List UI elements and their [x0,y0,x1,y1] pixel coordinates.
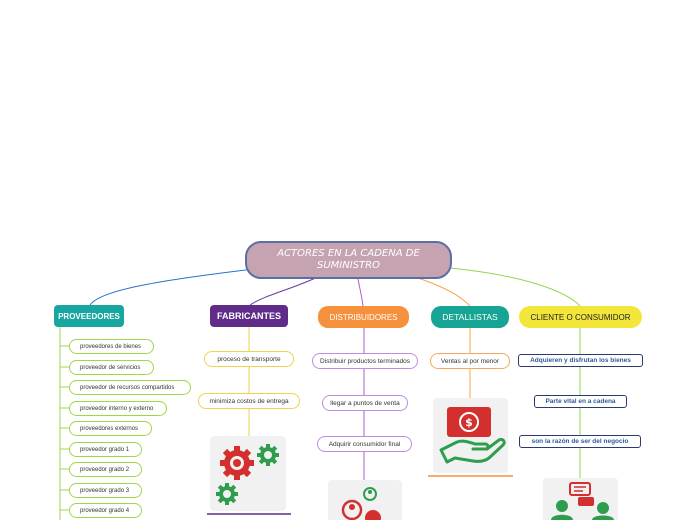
item-label: proveedores de bienes [80,343,142,350]
network-people-icon [341,487,381,520]
item-label: proveedor grado 1 [80,446,130,453]
conversation-icon [551,482,614,520]
proveedores-item[interactable]: proveedor grado 1 [69,442,142,457]
detallistas-item[interactable]: Ventas al por menor [430,353,510,369]
item-label: Adquirir consumidor final [328,440,401,448]
connector-root-cliente [449,267,581,307]
cliente-item[interactable]: son la razón de ser del negocio [519,435,641,448]
proveedores-item[interactable]: proveedor grado 2 [69,462,142,477]
item-label: Parte vital en a cadena [545,398,616,405]
fabricantes-item[interactable]: proceso de transporte [204,351,294,367]
topic-proveedores[interactable]: PROVEEDORES [54,305,124,327]
item-label: Distribuir productos terminados [320,357,410,365]
connector-root-detallistas [411,275,471,307]
item-label: proceso de transporte [217,355,281,363]
proveedores-item[interactable]: proveedor interno y externo [69,401,167,416]
money-hand-image: $ [433,398,508,473]
item-label: proveedor grado 3 [80,487,130,494]
root-topic[interactable]: ACTORES EN LA CADENA DE SUMINISTRO [245,241,452,279]
item-label: proveedor de servicios [80,364,141,371]
distribuidores-item[interactable]: Adquirir consumidor final [317,436,412,452]
item-label: minimiza costos de entrega [209,397,289,405]
connector-root-proveedores [89,267,263,306]
item-label: Ventas al por menor [440,357,500,365]
topic-fabricantes[interactable]: FABRICANTES [210,305,288,327]
conversation-image [543,478,618,520]
topic-distribuidores[interactable]: DISTRIBUIDORES [318,306,409,328]
item-label: proveedor interno y externo [80,405,154,412]
item-label: proveedor grado 4 [80,507,130,514]
gears-image [210,436,286,511]
item-label: llegar a puntos de venta [330,399,400,407]
proveedores-item[interactable]: proveedor de servicios [69,360,154,375]
money-hand-icon: $ [439,407,506,464]
topic-cliente-label: CLIENTE O CONSUMIDOR [530,312,631,322]
root-title: ACTORES EN LA CADENA DE SUMINISTRO [277,248,420,271]
topic-detallistas-label: DETALLISTAS [442,312,498,322]
distribuidores-item[interactable]: llegar a puntos de venta [322,395,408,411]
cliente-item[interactable]: Adquieren y disfrutan los bienes [518,354,643,367]
proveedores-item[interactable]: proveedores de bienes [69,339,154,354]
distribuidores-item[interactable]: Distribuir productos terminados [312,353,418,369]
topic-cliente[interactable]: CLIENTE O CONSUMIDOR [519,306,642,328]
svg-text:$: $ [465,416,473,429]
network-people-image [328,480,402,520]
item-label: proveedor de recursos compartidos [80,384,175,391]
item-label: proveedores externos [80,425,139,432]
item-label: proveedor grado 2 [80,466,130,473]
fabricantes-item[interactable]: minimiza costos de entrega [198,393,300,409]
item-label: son la razón de ser del negocio [531,438,629,445]
topic-detallistas[interactable]: DETALLISTAS [431,306,509,328]
proveedores-item[interactable]: proveedor de recursos compartidos [69,380,191,395]
connector-root-distribuidores [357,278,364,307]
topic-proveedores-label: PROVEEDORES [58,311,120,321]
gears-icon [216,444,279,505]
topic-fabricantes-label: FABRICANTES [216,311,281,321]
item-label: Adquieren y disfrutan los bienes [530,357,631,364]
proveedores-item[interactable]: proveedores externos [69,421,152,436]
topic-distribuidores-label: DISTRIBUIDORES [329,312,398,322]
connector-root-fabricantes [249,275,321,306]
proveedores-item[interactable]: proveedor grado 4 [69,503,142,518]
cliente-item[interactable]: Parte vital en a cadena [534,395,627,408]
proveedores-item[interactable]: proveedor grado 3 [69,483,142,498]
